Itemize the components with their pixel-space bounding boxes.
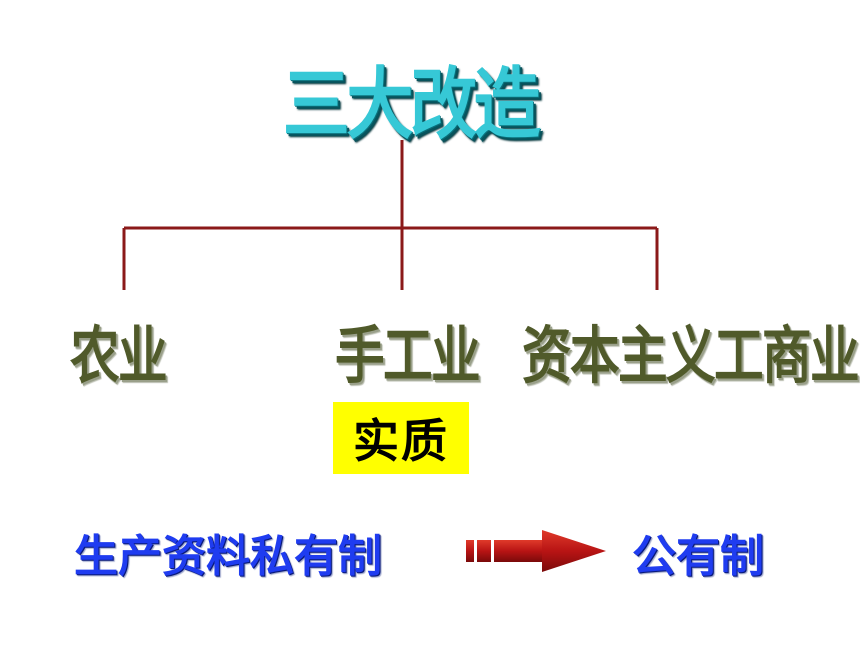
transition-arrow-icon — [466, 530, 606, 572]
essence-label: 实质 — [333, 402, 469, 474]
branch-capitalist-industry-commerce: 资本主义工商业 — [522, 319, 860, 392]
branch-agriculture: 农业 — [70, 319, 168, 392]
public-ownership-text: 公有制 — [632, 531, 764, 582]
private-ownership-text: 生产资料私有制 — [74, 531, 382, 582]
diagram-title: 三大改造 — [282, 60, 541, 150]
branch-handicraft: 手工业 — [335, 319, 481, 392]
